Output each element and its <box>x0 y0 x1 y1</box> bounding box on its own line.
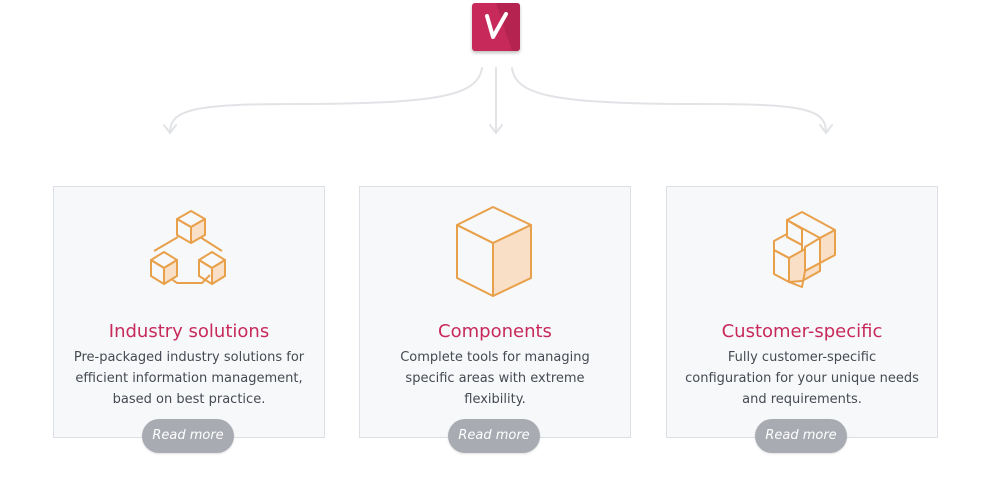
desc-line: specific areas with extreme <box>405 371 585 386</box>
card-title: Customer-specific <box>721 321 883 342</box>
read-more-button-components[interactable]: Read more <box>448 419 540 453</box>
desc-line: Pre-packaged industry solutions for <box>73 350 305 365</box>
desc-line: efficient information management, <box>75 371 303 386</box>
card-title: Industry solutions <box>108 321 270 342</box>
single-cube-icon <box>360 203 630 303</box>
read-more-button-customer[interactable]: Read more <box>755 419 847 453</box>
card-components: Components Complete tools for managing s… <box>359 186 631 438</box>
brand-logo[interactable] <box>472 3 520 51</box>
connector-arrows <box>163 67 833 135</box>
desc-line: Fully customer-specific <box>727 350 877 365</box>
desc-line: based on best practice. <box>112 392 266 407</box>
desc-line: Complete tools for managing <box>400 350 590 365</box>
card-industry-solutions: Industry solutions Pre-packaged industry… <box>53 186 325 438</box>
card-description: Pre-packaged industry solutions for effi… <box>72 347 306 410</box>
desc-line: and requirements. <box>742 392 862 407</box>
desc-line: flexibility. <box>464 392 526 407</box>
read-more-button-industry[interactable]: Read more <box>142 419 234 453</box>
three-cubes-icon <box>54 203 324 303</box>
desc-line: configuration for your unique needs <box>685 371 919 386</box>
card-title: Components <box>438 321 552 342</box>
card-description: Complete tools for managing specific are… <box>378 347 612 410</box>
custom-blocks-icon <box>667 203 937 303</box>
card-description: Fully customer-specific configuration fo… <box>685 347 919 410</box>
card-customer-specific: Customer-specific Fully customer-specifi… <box>666 186 938 438</box>
